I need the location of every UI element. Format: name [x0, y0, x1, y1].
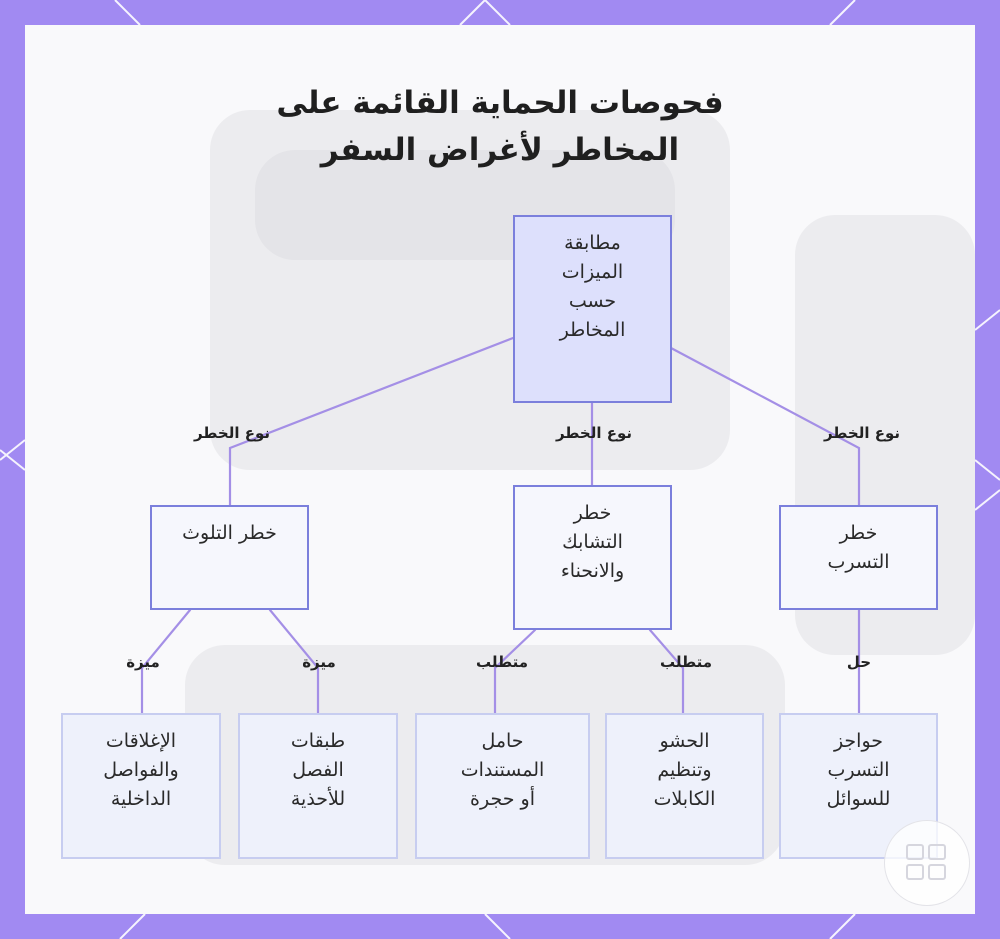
- node-text: أو حجرة: [461, 785, 545, 814]
- node-text: الحشو: [654, 727, 716, 756]
- grid-icon: [885, 821, 969, 905]
- edge-tangling-padding: [650, 630, 683, 713]
- edge-label-requirement: متطلب: [660, 653, 712, 671]
- node-text: المخاطر: [560, 316, 626, 345]
- node-text: الميزات: [560, 258, 626, 287]
- edge-root-contamination: [230, 338, 513, 505]
- node-text: الداخلية: [103, 785, 178, 814]
- node-text: التشابك: [561, 528, 624, 557]
- edge-label-feature: ميزة: [302, 653, 336, 671]
- edge-label-requirement: متطلب: [476, 653, 528, 671]
- node-text: التسرب: [827, 548, 889, 577]
- node-text: الإغلاقات: [103, 727, 178, 756]
- node-text: للسوائل: [827, 785, 891, 814]
- node-text: حسب: [560, 287, 626, 316]
- node-text: الكابلات: [654, 785, 716, 814]
- edge-label-risk-type: نوع الخطر: [194, 424, 270, 442]
- node-shoe-layers: طبقات الفصل للأحذية: [238, 713, 398, 859]
- edge-tangling-doc-holder: [495, 630, 535, 713]
- watermark-badge: [884, 820, 970, 906]
- node-text: حامل: [461, 727, 545, 756]
- node-text: خطر التلوث: [182, 519, 277, 548]
- node-text: مطابقة: [560, 229, 626, 258]
- edge-label-risk-type: نوع الخطر: [556, 424, 632, 442]
- node-text: خطر: [827, 519, 889, 548]
- node-closures-dividers: الإغلاقات والفواصل الداخلية: [61, 713, 221, 859]
- node-text: طبقات: [291, 727, 345, 756]
- edge-label-solution: حل: [847, 653, 871, 671]
- node-leakage-risk: خطر التسرب: [779, 505, 938, 610]
- node-padding-cables: الحشو وتنظيم الكابلات: [605, 713, 764, 859]
- node-text: والفواصل: [103, 756, 178, 785]
- edge-label-risk-type: نوع الخطر: [824, 424, 900, 442]
- edge-label-feature: ميزة: [126, 653, 160, 671]
- node-text: التسرب: [827, 756, 891, 785]
- node-document-holder: حامل المستندات أو حجرة: [415, 713, 590, 859]
- node-text: للأحذية: [291, 785, 345, 814]
- node-text: والانحناء: [561, 557, 624, 586]
- node-text: وتنظيم: [654, 756, 716, 785]
- node-text: المستندات: [461, 756, 545, 785]
- node-tangling-risk: خطر التشابك والانحناء: [513, 485, 672, 630]
- node-text: الفصل: [291, 756, 345, 785]
- node-text: حواجز: [827, 727, 891, 756]
- node-contamination-risk: خطر التلوث: [150, 505, 309, 610]
- node-text: خطر: [561, 499, 624, 528]
- node-risk-feature-matching: مطابقة الميزات حسب المخاطر: [513, 215, 672, 403]
